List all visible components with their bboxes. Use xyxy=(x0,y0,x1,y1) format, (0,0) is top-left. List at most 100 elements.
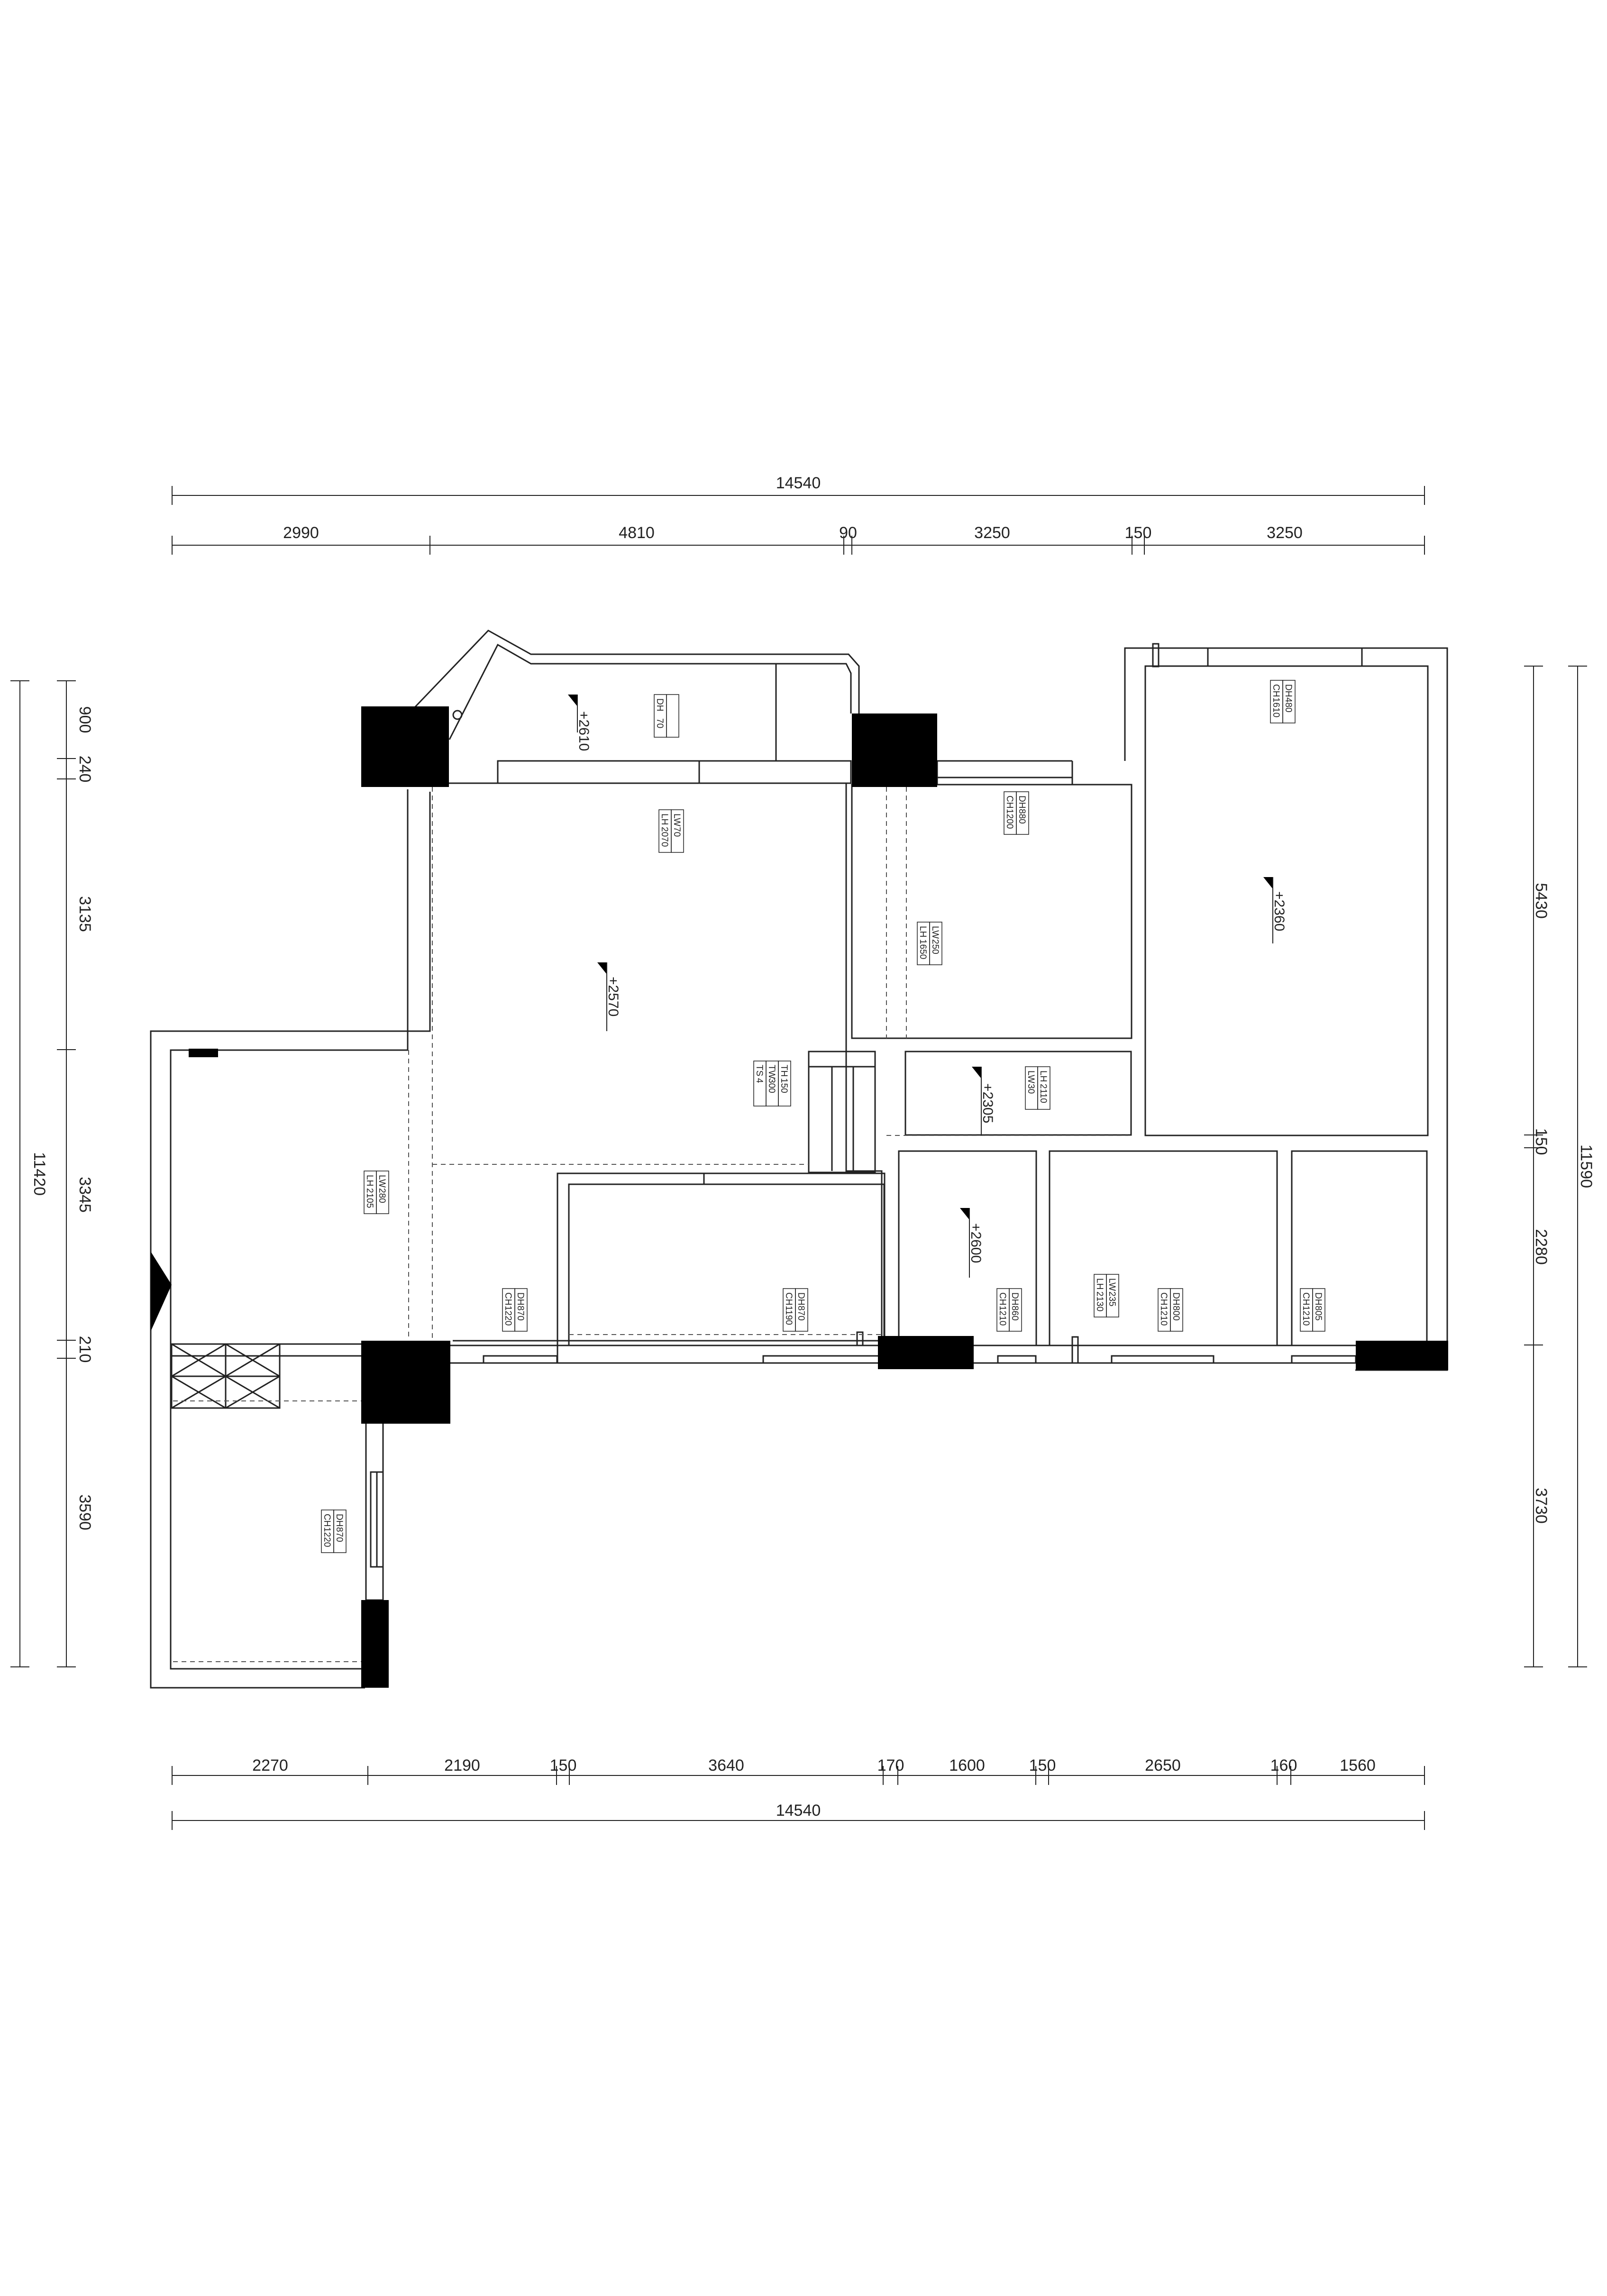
svg-text:1210: 1210 xyxy=(997,1306,1007,1326)
wall-west-outer xyxy=(150,792,431,1689)
dimension-top-segments: 2990 4810 90 3250 150 3250 xyxy=(172,524,1425,555)
wall-west-inner xyxy=(170,789,409,1670)
svg-text:LW: LW xyxy=(1026,1070,1036,1083)
dim-top-3: 90 xyxy=(839,524,857,542)
svg-text:LH: LH xyxy=(1038,1070,1048,1082)
vent-mark-2 xyxy=(1071,1336,1079,1364)
svg-text:70: 70 xyxy=(672,827,682,837)
svg-text:1220: 1220 xyxy=(322,1527,332,1547)
level-marker-4: +2360 xyxy=(1263,877,1287,943)
svg-text:1210: 1210 xyxy=(1159,1306,1169,1326)
dim-left-2: 240 xyxy=(76,756,94,783)
dim-bottom-8: 2650 xyxy=(1145,1756,1181,1775)
svg-text:870: 870 xyxy=(334,1527,344,1542)
svg-text:805: 805 xyxy=(1313,1306,1323,1321)
svg-text:LH: LH xyxy=(365,1175,374,1186)
dimension-right-total: 11590 xyxy=(1568,666,1595,1667)
svg-text:860: 860 xyxy=(1010,1306,1020,1321)
room-south-bath-2 xyxy=(1291,1150,1428,1346)
wall-bay-inner xyxy=(448,643,852,740)
level-marker-2: +2570 xyxy=(597,962,621,1031)
vent-mark xyxy=(1152,643,1160,668)
svg-text:1610: 1610 xyxy=(1271,697,1281,717)
svg-text:CH: CH xyxy=(1159,1292,1169,1305)
column-w xyxy=(361,1600,389,1688)
level-markers: +2610 +2570 +2305 +2360 +2600 xyxy=(568,695,1287,1278)
wall-north-living xyxy=(497,760,852,784)
dim-right-2: 150 xyxy=(1532,1128,1550,1155)
svg-text:880: 880 xyxy=(1017,809,1027,824)
dim-top-total: 14540 xyxy=(776,474,821,492)
svg-text:LW: LW xyxy=(377,1175,387,1188)
columns xyxy=(151,706,1448,1688)
wall-bay-outer xyxy=(412,630,860,713)
svg-text:CH: CH xyxy=(1271,684,1281,697)
column-s xyxy=(878,1336,974,1369)
room-north-middle xyxy=(851,784,1132,1039)
svg-text:TH: TH xyxy=(779,1065,789,1077)
dim-right-4: 3730 xyxy=(1532,1488,1550,1524)
dim-left-4: 3345 xyxy=(76,1177,94,1213)
tag-ch-1220: CH 1220 DH 870 xyxy=(502,1288,528,1332)
dimension-top-total: 14540 xyxy=(172,474,1425,505)
svg-text:+2600: +2600 xyxy=(968,1223,984,1263)
svg-text:480: 480 xyxy=(1283,697,1293,713)
dim-left-6: 3590 xyxy=(76,1494,94,1530)
svg-text:LW: LW xyxy=(672,814,682,826)
svg-text:2130: 2130 xyxy=(1095,1291,1105,1311)
svg-text:CH: CH xyxy=(503,1292,513,1305)
level-marker-3: +2305 xyxy=(972,1067,995,1135)
window-south-4 xyxy=(1111,1355,1214,1364)
column-se xyxy=(1356,1341,1448,1370)
window-south-5 xyxy=(1291,1355,1357,1364)
tag-lh-2110: LH 2110 LW 30 xyxy=(1025,1066,1050,1110)
tag-ch-1190: CH 1190 DH 870 xyxy=(783,1288,808,1332)
svg-text:LH: LH xyxy=(918,926,928,937)
svg-text:1650: 1650 xyxy=(918,939,928,959)
window-south-3 xyxy=(997,1355,1037,1364)
svg-text:CH: CH xyxy=(997,1292,1007,1305)
svg-text:DH: DH xyxy=(1017,796,1027,808)
level-marker-5: +2600 xyxy=(960,1208,984,1278)
svg-text:CH: CH xyxy=(784,1292,794,1305)
svg-text:DH: DH xyxy=(1171,1292,1181,1305)
dim-left-3: 3135 xyxy=(76,896,94,932)
dimension-bottom-total: 14540 xyxy=(172,1802,1425,1830)
svg-text:235: 235 xyxy=(1107,1291,1117,1307)
svg-text:DH: DH xyxy=(655,698,665,711)
dim-right-1: 5430 xyxy=(1532,883,1550,919)
column-small xyxy=(189,1049,218,1057)
svg-text:CH: CH xyxy=(1004,796,1014,808)
dim-bottom-5: 170 xyxy=(877,1756,904,1775)
room-east-inner xyxy=(1144,665,1429,1136)
room-east-outer xyxy=(1124,647,1448,1371)
dim-bottom-6: 1600 xyxy=(949,1756,985,1775)
svg-text:DH: DH xyxy=(1283,684,1293,697)
svg-text:DH: DH xyxy=(1010,1292,1020,1305)
dimension-left-segments: 900 240 3135 3345 210 3590 xyxy=(57,680,94,1667)
tag-ch-1220-west: CH 1220 DH 870 xyxy=(321,1509,347,1553)
svg-text:DH: DH xyxy=(1313,1292,1323,1305)
tag-lh-2105: LH 2105 LW 280 xyxy=(364,1171,389,1214)
stairs xyxy=(808,1051,876,1173)
dim-top-5: 150 xyxy=(1125,524,1152,542)
tag-lh-1650: LH 1650 LW 250 xyxy=(917,922,942,965)
svg-text:4: 4 xyxy=(754,1078,764,1083)
svg-text:1210: 1210 xyxy=(1301,1306,1311,1326)
door-marker-west xyxy=(151,1252,172,1331)
svg-text:CH: CH xyxy=(322,1514,332,1527)
column-sw xyxy=(361,1341,450,1424)
dimension-left-total: 11420 xyxy=(10,680,48,1667)
svg-text:DH: DH xyxy=(515,1292,525,1305)
svg-text:30: 30 xyxy=(1026,1084,1036,1094)
dimension-bottom-segments: 2270 2190 150 3640 170 1600 150 2650 160… xyxy=(172,1756,1425,1785)
tag-lh-2070: LH 2070 LW 70 xyxy=(658,809,684,853)
svg-text:2110: 2110 xyxy=(1038,1084,1048,1103)
svg-text:LH: LH xyxy=(1095,1278,1105,1290)
dim-left-1: 900 xyxy=(76,706,94,733)
corridor xyxy=(904,1051,1132,1136)
svg-text:2105: 2105 xyxy=(365,1188,374,1208)
svg-text:1200: 1200 xyxy=(1004,809,1014,829)
tag-ch-1210-a: CH 1210 DH 860 xyxy=(996,1288,1022,1332)
svg-text:LH: LH xyxy=(659,814,669,825)
